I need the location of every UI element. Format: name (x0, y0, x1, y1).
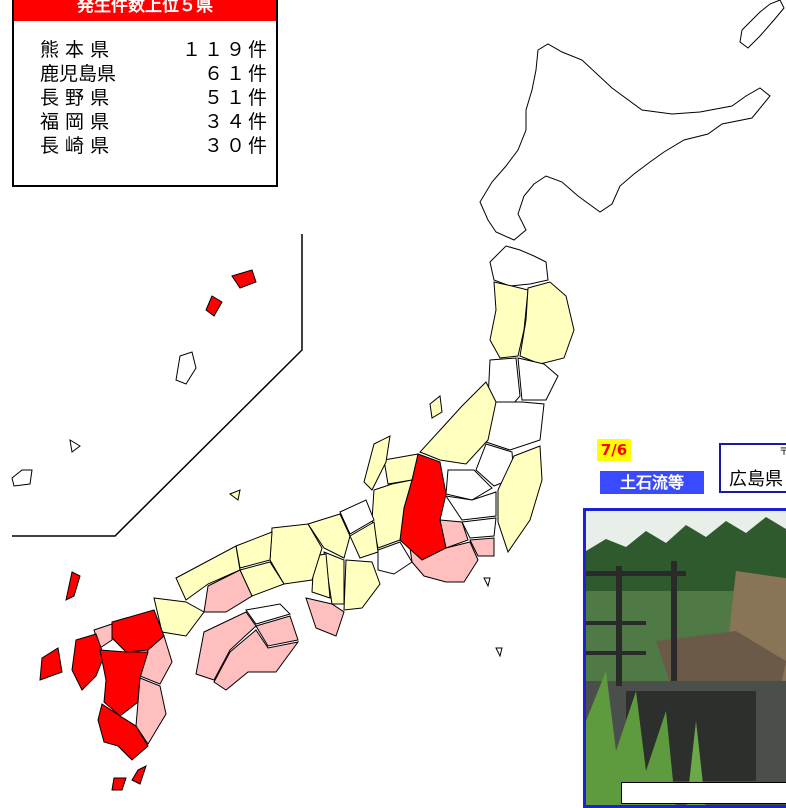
event-location-box: 〒 広島県 (719, 443, 786, 493)
pref-count: ６１件 (203, 63, 270, 85)
list-item: 熊 本 県 １１９件 (40, 38, 270, 62)
pref-tokushima (255, 615, 299, 647)
pref-aomori (489, 245, 549, 287)
pref-name: 鹿児島県 (40, 63, 117, 85)
island-miyako (69, 439, 81, 453)
pref-kagawa (245, 603, 291, 625)
pref-count: ５１件 (203, 87, 270, 109)
list-item: 福 岡 県 ３４件 (40, 110, 270, 134)
island-amami-1 (231, 269, 257, 289)
pref-ishikawa (363, 435, 391, 491)
list-item: 鹿児島県 ６１件 (40, 62, 270, 86)
event-type-badge: 土石流等 (600, 471, 704, 494)
pref-count: ３４件 (203, 111, 270, 133)
top5-summary-box: 発生件数上位５県 熊 本 県 １１９件 鹿児島県 ６１件 長 野 県 ５１件 福… (12, 0, 278, 187)
pref-fukui (339, 499, 375, 535)
pref-saitama (444, 491, 497, 521)
pref-niigata-sado (429, 395, 443, 419)
pref-tokyo (461, 517, 497, 539)
photo-caption-box (621, 782, 786, 804)
pref-kagoshima (97, 703, 149, 761)
island-tsushima (65, 571, 81, 601)
island-amami-2 (205, 295, 223, 317)
event-date-badge: 7/6 (597, 439, 631, 461)
pref-gunma (445, 469, 493, 501)
top5-title: 発生件数上位５県 (14, 0, 276, 21)
list-item: 長 崎 県 ３０件 (40, 134, 270, 158)
pref-niigata (419, 381, 497, 465)
pref-iwate (519, 281, 575, 365)
region-hokkaido (479, 43, 771, 241)
location-small-text: 〒 (779, 445, 786, 458)
pref-ibaraki (497, 445, 543, 554)
event-location: 広島県 (729, 469, 783, 490)
pref-name: 熊 本 県 (40, 39, 110, 61)
region-kuril (739, 0, 785, 49)
top5-list: 熊 本 県 １１９件 鹿児島県 ６１件 長 野 県 ５１件 福 岡 県 ３４件 … (40, 38, 270, 158)
pref-kanagawa (469, 537, 495, 557)
photo-illustration (586, 511, 786, 805)
pref-akita (489, 281, 529, 359)
okinawa-inset-border (12, 234, 303, 537)
pref-ehime (195, 611, 257, 681)
pref-name: 長 崎 県 (40, 135, 110, 157)
pref-miyagi (517, 357, 559, 401)
pref-kochi (213, 629, 300, 691)
pref-shiga (349, 521, 379, 559)
pref-nagasaki (71, 633, 105, 691)
pref-wakayama (305, 597, 345, 637)
pref-hiroshima (203, 569, 253, 613)
pref-name: 長 野 県 (40, 87, 110, 109)
island-goto (39, 647, 63, 681)
island-oki (228, 489, 241, 501)
pref-mie (343, 559, 381, 611)
island-okinawa (175, 351, 197, 385)
pref-count: ３０件 (203, 135, 270, 157)
pref-aichi (377, 541, 413, 575)
pref-miyazaki (135, 677, 167, 745)
pref-name: 福 岡 県 (40, 111, 110, 133)
pref-count: １１９件 (181, 39, 270, 61)
pref-kyoto (307, 513, 351, 559)
island-hachijo (495, 647, 503, 658)
island-tanegashima (131, 765, 147, 785)
island-izu (483, 577, 491, 588)
island-yakushima (111, 777, 127, 791)
island-yaeyama (11, 469, 33, 487)
debris-flow-photo (583, 508, 786, 808)
list-item: 長 野 県 ５１件 (40, 86, 270, 110)
